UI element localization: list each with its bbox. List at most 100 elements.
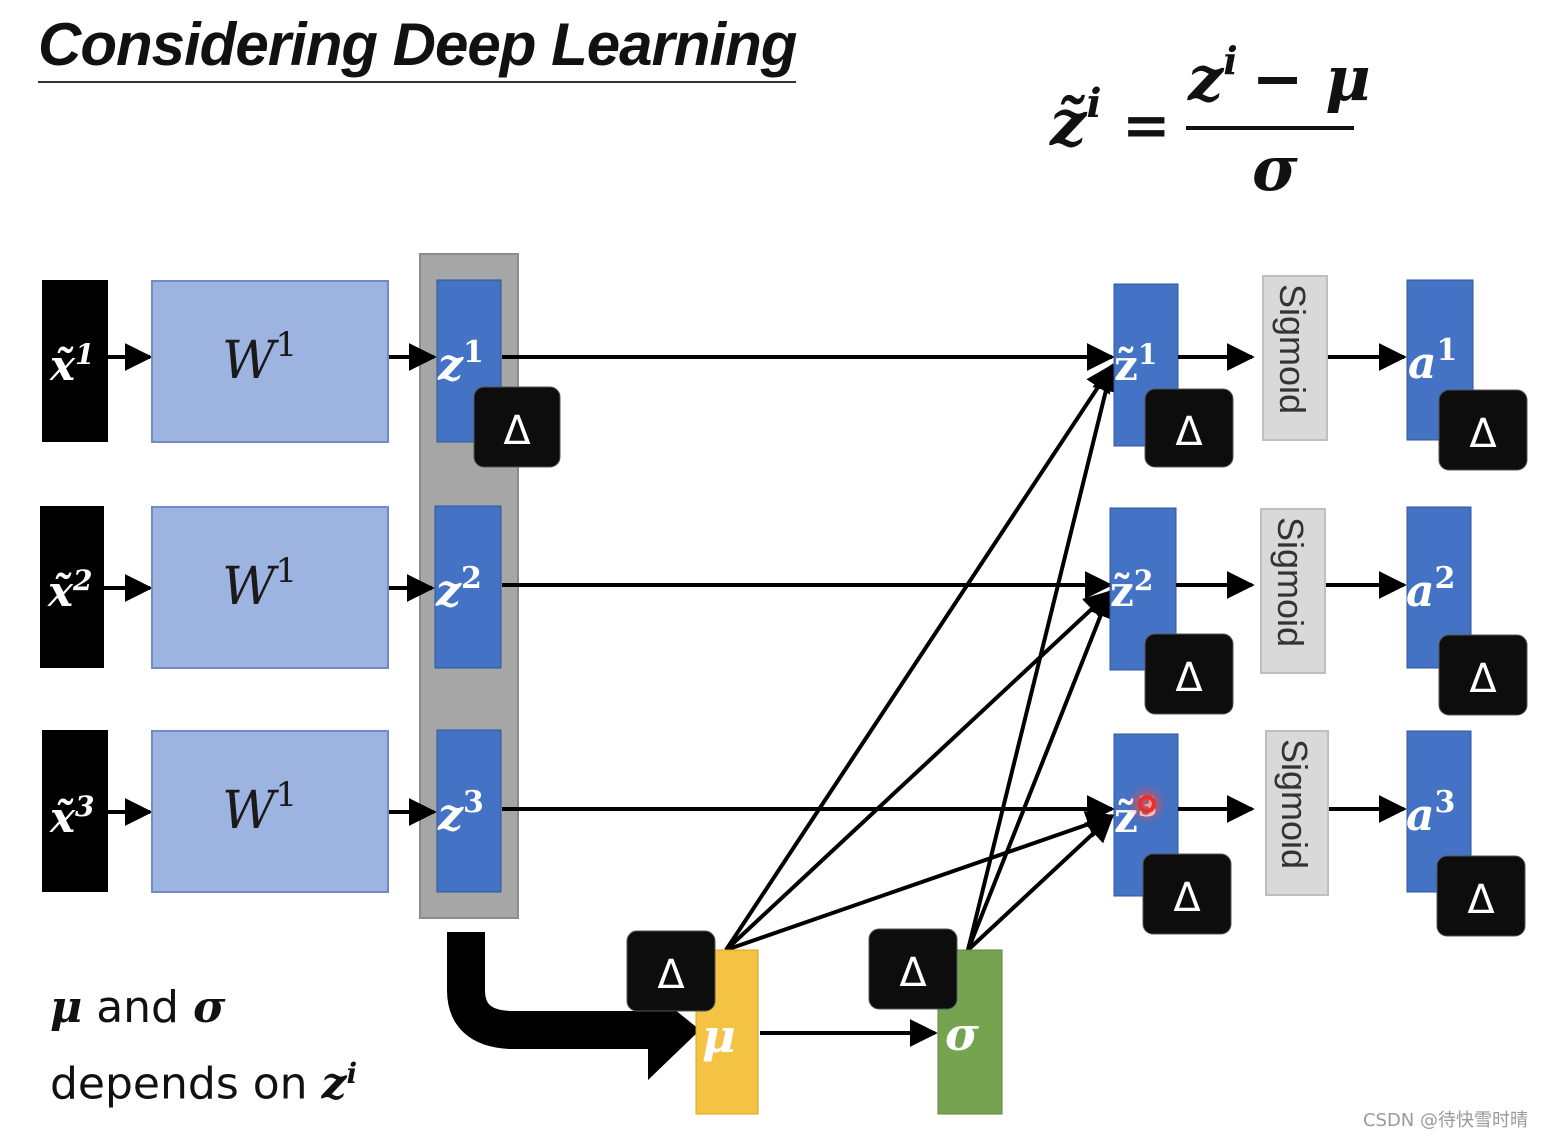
svg-text:z1: z1 xyxy=(437,335,484,391)
svg-text:Δ: Δ xyxy=(1469,656,1497,702)
output-arrows xyxy=(1176,343,1407,823)
input-box-1 xyxy=(42,280,108,442)
sigmoid-label-2: Sigmoid xyxy=(1270,517,1311,647)
svg-text:W1: W1 xyxy=(222,775,297,841)
note-z: z xyxy=(321,1058,347,1110)
row-connectors xyxy=(104,343,437,826)
formula-lhs: z̃ xyxy=(1049,86,1088,161)
input-box-2 xyxy=(40,506,104,668)
weight-nodes: W1 W1 W1 xyxy=(151,280,389,893)
input-nodes: x̃1 x̃2 x̃3 xyxy=(40,280,108,892)
sigma-label: σ xyxy=(945,1007,979,1061)
weight-label-2: W xyxy=(222,557,279,617)
z-sup-1: 1 xyxy=(463,335,484,370)
svg-text:z̃1: z̃1 xyxy=(1114,338,1157,390)
input-label-2: x̃ xyxy=(47,567,74,616)
weight-sup-1: 1 xyxy=(275,325,297,365)
mu-sigma-arrows xyxy=(724,363,1120,1047)
svg-text:a1: a1 xyxy=(1408,333,1457,389)
delta-badge-znorm-3: Δ xyxy=(1142,853,1232,935)
formula-num-sup: i xyxy=(1223,38,1237,83)
svg-text:Δ: Δ xyxy=(503,408,531,454)
weight-sup-3: 1 xyxy=(275,775,297,815)
delta-badge-a2: Δ xyxy=(1438,634,1528,716)
note-sigma: σ xyxy=(192,982,226,1033)
delta-badge-mu: Δ xyxy=(626,930,716,1012)
sigmoid-box-2 xyxy=(1260,508,1326,674)
laser-pointer xyxy=(1133,790,1161,818)
weight-box-2 xyxy=(151,506,389,669)
svg-text:W1: W1 xyxy=(222,325,297,391)
input-label-3: x̃ xyxy=(49,793,76,842)
z-sup-2: 2 xyxy=(461,561,482,596)
z-to-znorm-arrows xyxy=(502,343,1115,823)
svg-text:z3: z3 xyxy=(437,785,484,841)
note-z-sup: i xyxy=(346,1057,358,1090)
svg-text:z2: z2 xyxy=(435,561,482,617)
slide-title: Considering Deep Learning xyxy=(38,10,797,83)
note-text: μ and σ depends on zi xyxy=(50,975,357,1118)
z-label-3: z xyxy=(437,790,464,841)
svg-text:Δ: Δ xyxy=(1173,875,1201,921)
znorm-label-1: z̃ xyxy=(1114,341,1138,390)
delta-badge-znorm-1: Δ xyxy=(1144,388,1234,468)
note-and: and xyxy=(82,982,193,1033)
svg-text:Δ: Δ xyxy=(899,950,927,996)
svg-text:zi− μ: zi − μ xyxy=(1187,38,1371,115)
input-sup-1: 1 xyxy=(75,338,94,371)
weight-label-1: W xyxy=(222,331,279,391)
z-box-2 xyxy=(434,505,502,669)
delta-badge-a1: Δ xyxy=(1438,389,1528,471)
sigmoid-box-1 xyxy=(1262,275,1328,441)
delta-badge-z1: Δ xyxy=(473,386,561,468)
normalization-formula: z̃i = zi− μ σ xyxy=(1049,38,1371,205)
input-sup-3: 3 xyxy=(75,790,94,823)
delta-badge-a3: Δ xyxy=(1436,855,1526,937)
znorm-sup-2: 2 xyxy=(1134,564,1153,597)
z-box-3 xyxy=(436,729,502,893)
formula-num-z: z xyxy=(1187,42,1225,115)
a-label-2: a xyxy=(1406,566,1435,617)
svg-text:Δ: Δ xyxy=(1175,409,1203,455)
znorm-label-3: z̃ xyxy=(1114,793,1138,842)
z-nodes: z1 z2 z3 xyxy=(434,279,502,893)
znorm-label-2: z̃ xyxy=(1110,567,1134,616)
note-line2: depends on xyxy=(50,1058,322,1110)
a-sup-3: 3 xyxy=(1435,785,1456,820)
formula-num-rest: − μ xyxy=(1252,42,1371,115)
activation-nodes: a1 a2 a3 xyxy=(1406,279,1474,893)
svg-text:x̃1: x̃1 xyxy=(49,338,95,390)
mu-label: μ xyxy=(702,1009,736,1063)
a-label-3: a xyxy=(1406,790,1435,841)
a-sup-2: 2 xyxy=(1435,561,1456,596)
weight-sup-2: 1 xyxy=(275,551,297,591)
svg-text:Δ: Δ xyxy=(1469,411,1497,457)
a-label-1: a xyxy=(1408,338,1437,389)
formula-equals: = xyxy=(1122,91,1171,159)
input-box-3 xyxy=(42,730,108,892)
weight-box-1 xyxy=(151,280,389,443)
delta-badge-znorm-2: Δ xyxy=(1144,633,1234,715)
svg-text:W1: W1 xyxy=(222,551,297,617)
svg-text:Δ: Δ xyxy=(657,952,685,998)
weight-label-3: W xyxy=(222,781,279,841)
formula-lhs-sup: i xyxy=(1086,80,1101,127)
formula-den: σ xyxy=(1252,132,1298,205)
note-mu: μ xyxy=(50,982,83,1033)
svg-text:x̃3: x̃3 xyxy=(49,790,95,842)
sigmoid-nodes: Sigmoid Sigmoid Sigmoid xyxy=(1260,275,1329,896)
znorm-sup-1: 1 xyxy=(1138,338,1157,371)
delta-badges: Δ Δ Δ Δ Δ Δ Δ Δ xyxy=(473,386,1528,1012)
input-label-1: x̃ xyxy=(49,341,76,390)
delta-badge-sigma: Δ xyxy=(868,928,958,1010)
sigmoid-box-3 xyxy=(1265,730,1329,896)
svg-text:Δ: Δ xyxy=(1467,877,1495,923)
sigmoid-label-3: Sigmoid xyxy=(1274,739,1315,869)
svg-text:x̃2: x̃2 xyxy=(47,564,93,616)
svg-text:Δ: Δ xyxy=(1175,655,1203,701)
weight-box-3 xyxy=(151,730,389,893)
sigmoid-label-1: Sigmoid xyxy=(1272,284,1313,414)
svg-text:z̃i: z̃i xyxy=(1049,80,1102,161)
svg-text:a3: a3 xyxy=(1406,785,1455,841)
